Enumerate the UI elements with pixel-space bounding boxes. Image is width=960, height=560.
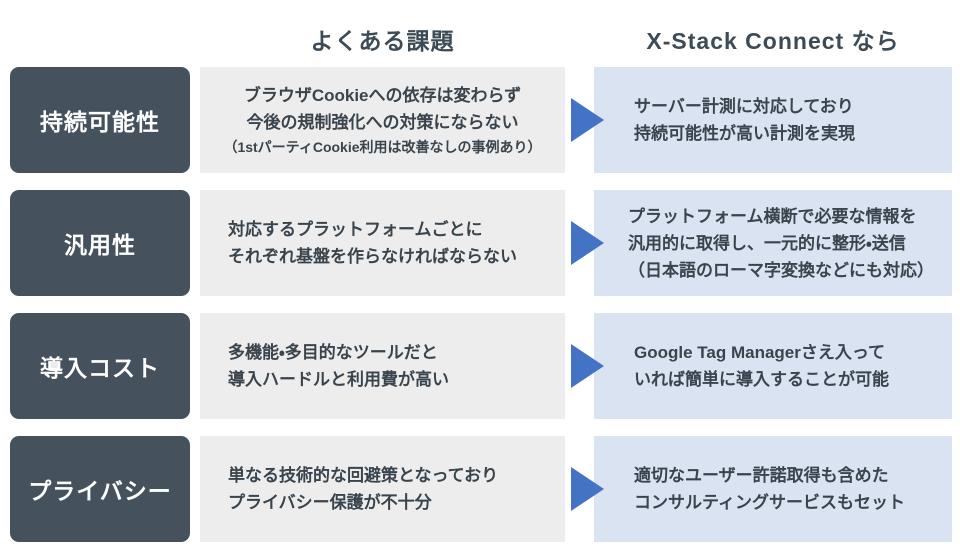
issue-note-line: （1stパーティCookie利用は改善なしの事例あり） [223, 138, 542, 155]
solution-box: プラットフォーム横断で必要な情報を汎用的に取得し、一元的に整形・送信 （日本語のロ… [594, 190, 952, 296]
comparison-row: 汎用性 対応するプラットフォームごとにそれぞれ基盤を作らなければならない プラッ… [0, 190, 960, 296]
issue-text-line: それぞれ基盤を作らなければならない [228, 247, 517, 266]
comparison-row: 持続可能性 ブラウザCookieへの依存は変わらず今後の規制強化への対策にならな… [0, 67, 960, 173]
solution-text-line: 適切なユーザー許諾取得も含めた [634, 466, 889, 485]
solution-text-line: コンサルティングサービスもセット [634, 493, 905, 512]
solution-text-line: サーバー計測に対応しており [634, 97, 854, 116]
comparison-row: プライバシー 単なる技術的な回避策となっておりプライバシー保護が不十分 適切なユ… [0, 436, 960, 542]
column-headers: よくある課題 X-Stack Connect なら [0, 0, 960, 67]
right-arrow-icon [571, 98, 604, 142]
solution-box: サーバー計測に対応しており持続可能性が高い計測を実現 [594, 67, 952, 173]
solution-box: Google Tag Managerさえ入っていれば簡単に導入することが可能 [594, 313, 952, 419]
category-label: プライバシー [10, 436, 190, 542]
comparison-rows: 持続可能性 ブラウザCookieへの依存は変わらず今後の規制強化への対策にならな… [0, 67, 960, 542]
solution-text-line: Google Tag Managerさえ入って [634, 343, 886, 362]
issue-box: 単なる技術的な回避策となっておりプライバシー保護が不十分 [200, 436, 565, 542]
solution-box: 適切なユーザー許諾取得も含めたコンサルティングサービスもセット [594, 436, 952, 542]
issue-text-line: 単なる技術的な回避策となっており [228, 466, 499, 485]
right-arrow-icon [571, 467, 604, 511]
issue-box: 多機能・多目的なツールだと導入ハードルと利用費が高い [200, 313, 565, 419]
issue-text-line: プライバシー保護が不十分 [228, 493, 432, 512]
category-label: 汎用性 [10, 190, 190, 296]
right-arrow-icon [571, 221, 604, 265]
issue-box: ブラウザCookieへの依存は変わらず今後の規制強化への対策にならない （1stパ… [200, 67, 565, 173]
category-label: 導入コスト [10, 313, 190, 419]
issue-text-line: 対応するプラットフォームごとに [228, 220, 483, 239]
issue-text-line: ブラウザCookieへの依存は変わらず [243, 85, 522, 105]
issue-text-line: 今後の規制強化への対策にならない [246, 112, 519, 132]
issues-column-title: よくある課題 [310, 28, 455, 54]
issue-text-line: 導入ハードルと利用費が高い [228, 370, 449, 389]
solution-text-line: 持続可能性が高い計測を実現 [634, 124, 855, 143]
solution-text-line: 汎用的に取得し、一元的に整形・送信 [628, 233, 906, 253]
comparison-row: 導入コスト 多機能・多目的なツールだと導入ハードルと利用費が高い Google … [0, 313, 960, 419]
solution-text-line: プラットフォーム横断で必要な情報を [628, 206, 917, 226]
issue-box: 対応するプラットフォームごとにそれぞれ基盤を作らなければならない [200, 190, 565, 296]
solution-text-line: いれば簡単に導入することが可能 [634, 370, 889, 389]
issue-text-line: 多機能・多目的なツールだと [228, 343, 438, 362]
category-label: 持続可能性 [10, 67, 190, 173]
right-arrow-icon [571, 344, 604, 388]
solution-text-line: （日本語のローマ字変換などにも対応） [628, 260, 934, 280]
solution-column-title: X-Stack Connect なら [646, 28, 900, 54]
